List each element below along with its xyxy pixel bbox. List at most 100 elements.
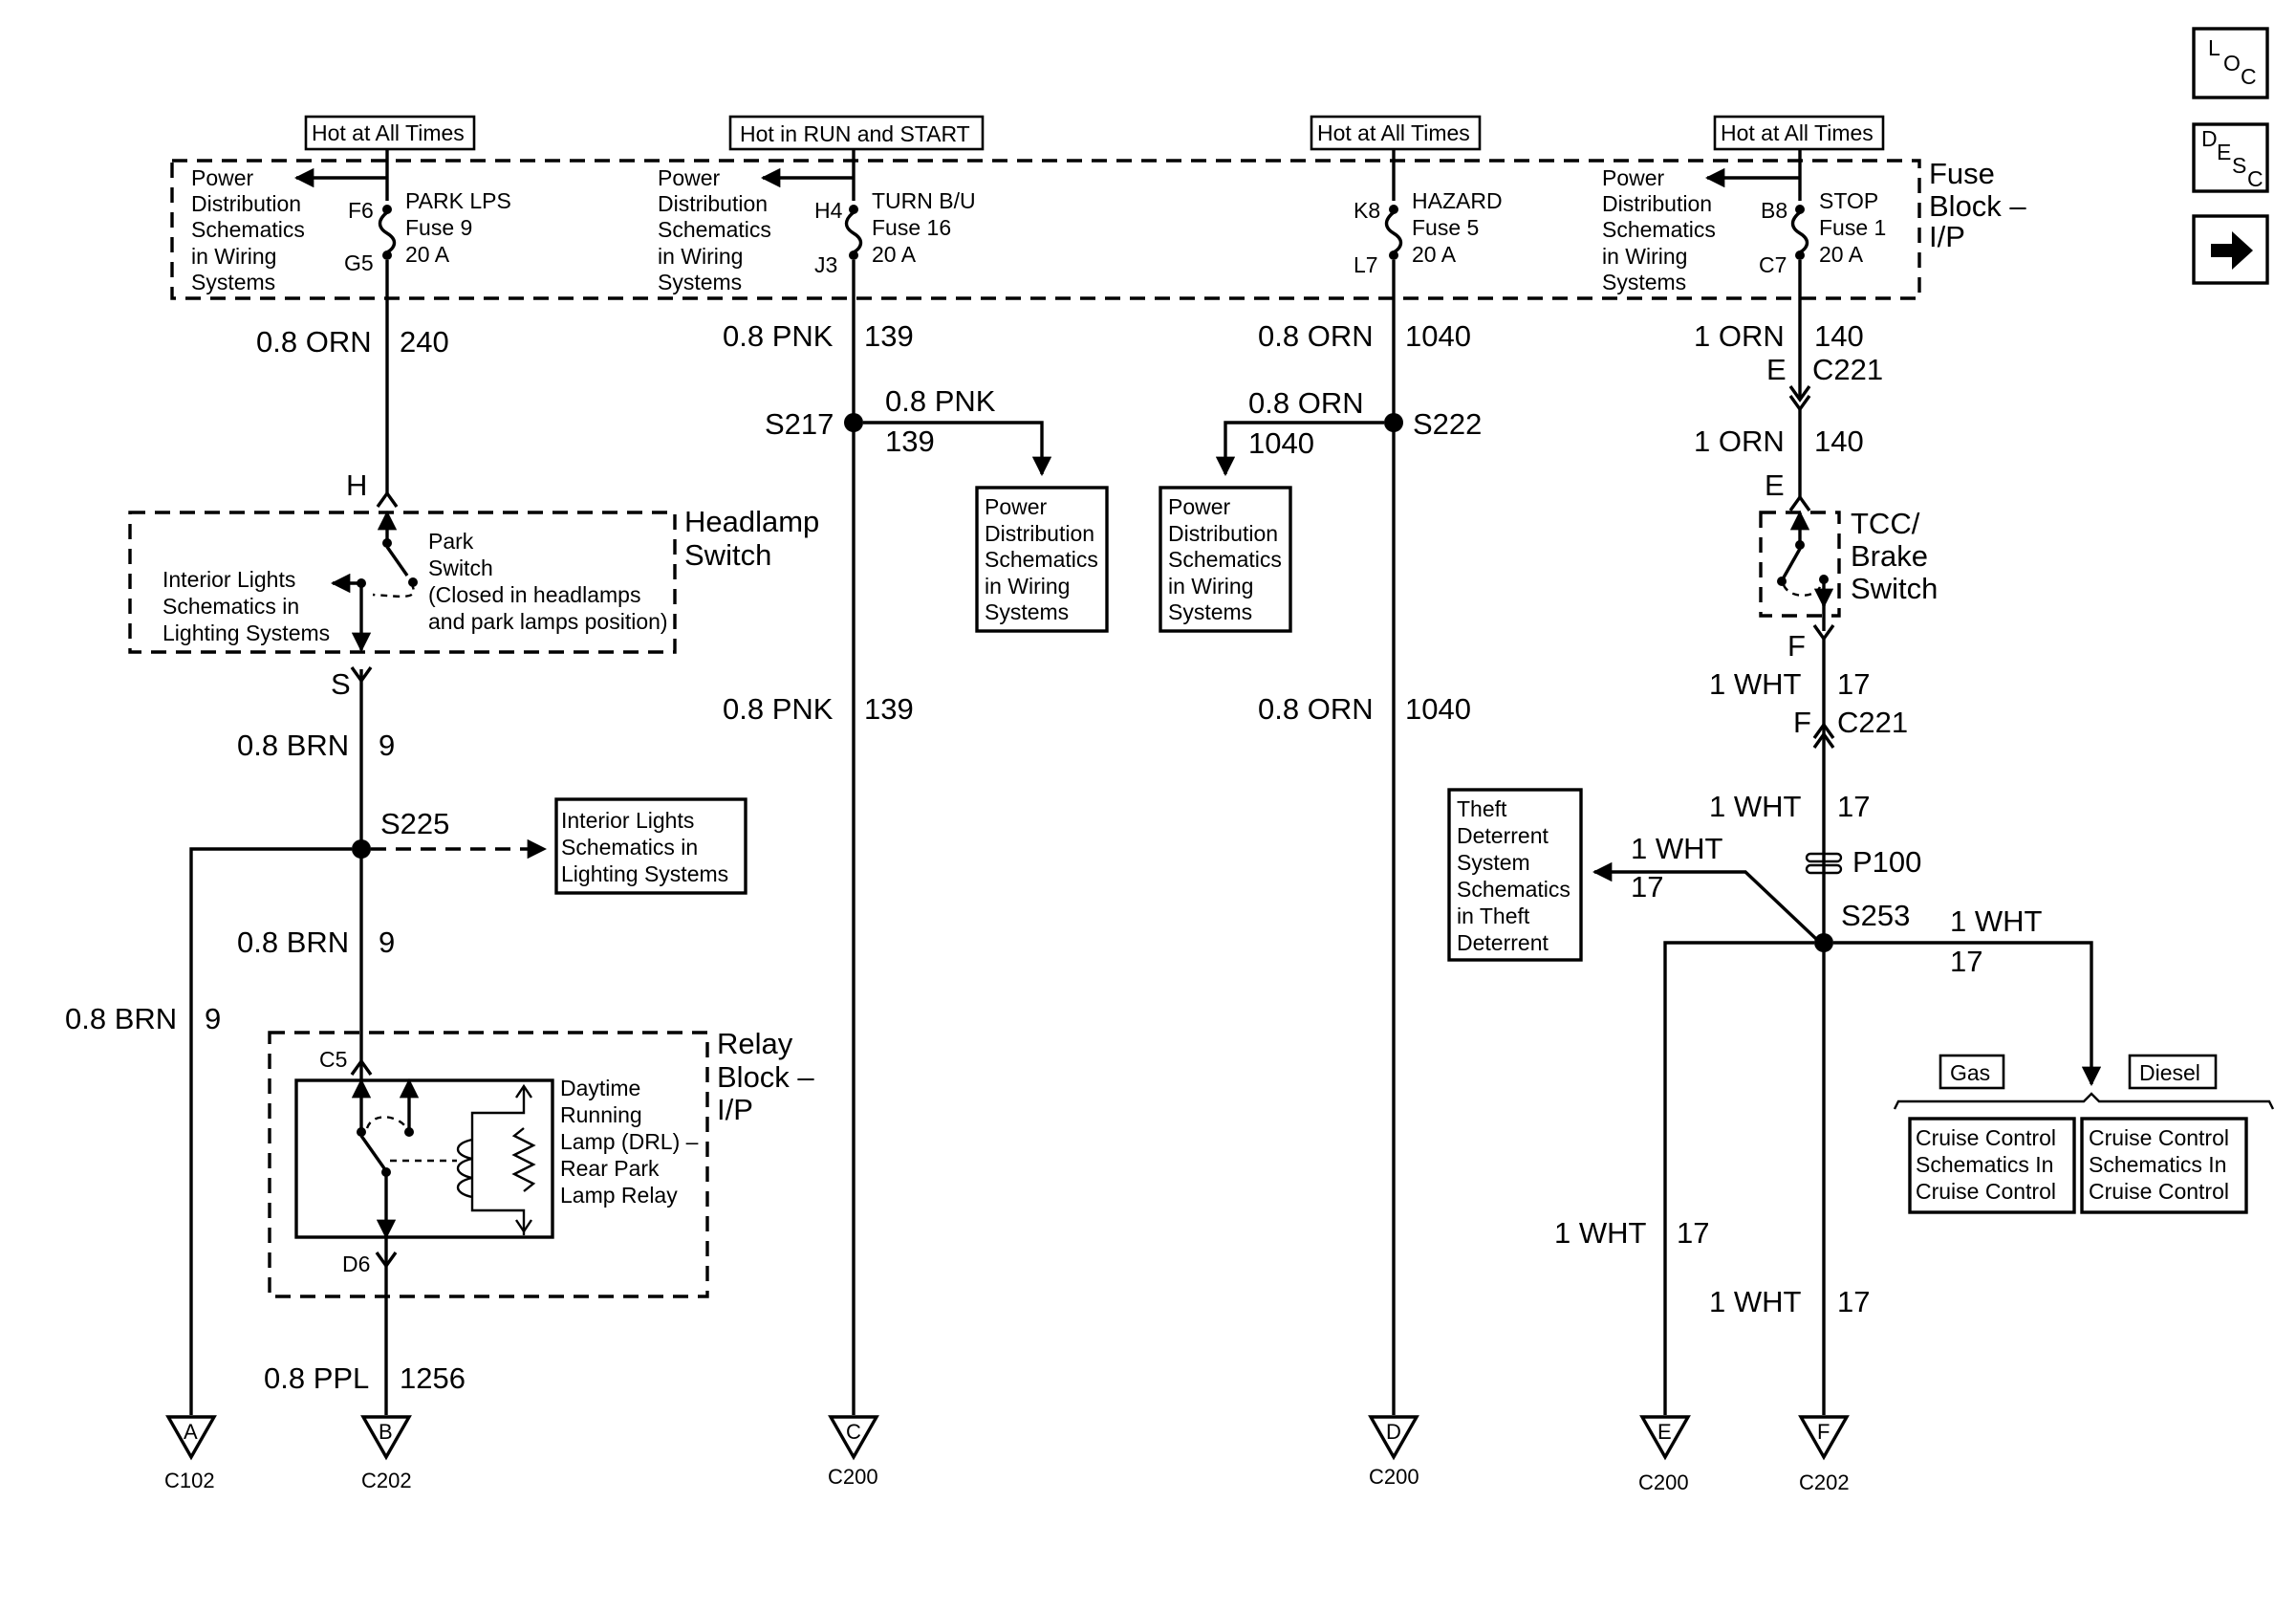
connector-h (376, 490, 399, 508)
wire-139-color-2: 0.8 PNK (723, 692, 834, 726)
header-hot-run-start-text: Hot in RUN and START (740, 121, 970, 146)
connector-p100 (1805, 852, 1843, 863)
wire-139-circuit-2: 139 (864, 692, 914, 726)
wire-9-branch-a (189, 847, 352, 1415)
pds-ref-stop: Power Distribution Schematics in Wiring … (1602, 165, 1716, 294)
c221-f-label: F (1793, 706, 1811, 739)
svg-text:Power: Power (1602, 165, 1665, 190)
svg-text:Power: Power (191, 165, 254, 190)
wire-140-color-1: 1 ORN (1694, 319, 1785, 353)
relay-contact (359, 1135, 386, 1169)
svg-text:Cruise Control: Cruise Control (2089, 1179, 2229, 1204)
drl-label-5: Lamp Relay (560, 1183, 678, 1208)
connector-c5: C5 (319, 1047, 347, 1072)
relay-resistor (511, 1127, 536, 1192)
desc-s: S (2232, 153, 2246, 178)
park-switch-1: Park (428, 529, 474, 554)
header-hot-at-all-times-2-text: Hot at All Times (1317, 120, 1470, 145)
desc-e: E (2217, 140, 2231, 164)
int-lights-3: Lighting Systems (162, 620, 330, 645)
next-arrow-button[interactable] (2192, 214, 2269, 285)
svg-text:Distribution: Distribution (191, 191, 301, 216)
svg-text:Systems: Systems (658, 270, 742, 294)
tcc-switch-2: Brake (1851, 539, 1928, 573)
wire-139-circuit-branch: 139 (885, 425, 935, 458)
fuse-turn-amps: 20 A (872, 242, 917, 267)
wire-17-circuit-2: 17 (1837, 790, 1870, 823)
svg-text:in Wiring: in Wiring (1168, 574, 1253, 599)
svg-text:Schematics: Schematics (985, 547, 1098, 572)
right-arrow-icon (2211, 231, 2253, 270)
svg-text:Cruise Control: Cruise Control (2089, 1125, 2229, 1150)
splice-s222 (1384, 413, 1403, 432)
wire-9-color-2: 0.8 BRN (237, 925, 349, 959)
wire-9-circuit-1: 9 (379, 729, 395, 762)
wire-240-circuit: 240 (400, 325, 449, 359)
fuse-turn-out: J3 (814, 252, 837, 277)
fuse-block-label-3: I/P (1929, 220, 1965, 253)
header-hot-run-start (728, 115, 985, 151)
loc-button[interactable]: L O C (2192, 27, 2269, 99)
loc-o: O (2223, 51, 2241, 76)
fuse-hazard-number: Fuse 5 (1412, 215, 1479, 240)
tcc-switch-3: Switch (1851, 572, 1938, 605)
svg-text:Schematics: Schematics (1602, 217, 1716, 242)
headlamp-switch-outline (128, 511, 677, 654)
fuse-stop-number: Fuse 1 (1819, 215, 1886, 240)
svg-text:C200: C200 (1369, 1465, 1419, 1489)
fuse-block-outline (170, 159, 1921, 300)
svg-text:in Wiring: in Wiring (1602, 244, 1687, 269)
svg-text:C202: C202 (1799, 1470, 1850, 1494)
wire-240-color: 0.8 ORN (256, 325, 372, 359)
desc-button[interactable]: D E S C (2192, 122, 2269, 193)
fuse-stop-out: C7 (1759, 252, 1787, 277)
svg-text:Power: Power (985, 494, 1048, 519)
wire-1040-color-1: 0.8 ORN (1258, 319, 1374, 353)
wire-17-circuit-cruise: 17 (1950, 945, 1982, 978)
svg-text:Distribution: Distribution (1602, 191, 1712, 216)
drl-label-2: Running (560, 1102, 642, 1127)
cruise-diesel-ref (2080, 1117, 2248, 1214)
svg-text:Schematics In: Schematics In (2089, 1152, 2226, 1177)
svg-text:Cruise Control: Cruise Control (1916, 1125, 2056, 1150)
tcc-f-label: F (1787, 629, 1806, 663)
terminal-f-c202: F C202 (1798, 1415, 1850, 1494)
fuse-hazard-in: K8 (1354, 198, 1380, 223)
svg-text:Theft: Theft (1457, 796, 1507, 821)
pds-ref-s217 (975, 486, 1109, 633)
headlamp-switch-title-1: Headlamp (684, 505, 819, 538)
drl-relay (294, 1078, 554, 1239)
svg-text:C202: C202 (361, 1469, 412, 1492)
fuse-symbol-turn (844, 210, 863, 254)
int-lights-2: Schematics in (162, 594, 299, 619)
relay-block-outline (268, 1031, 709, 1298)
svg-text:Systems: Systems (985, 599, 1069, 624)
theft-deterrent-ref (1447, 788, 1583, 962)
wire-1256-color: 0.8 PPL (264, 1361, 369, 1395)
connector-h-label: H (346, 468, 367, 502)
interior-ref-2: Schematics in (561, 835, 698, 860)
wire-1256-circuit: 1256 (400, 1361, 466, 1395)
wire-17-branch-e (1663, 941, 1814, 1415)
wire-17-color-3: 1 WHT (1554, 1216, 1647, 1250)
svg-text:Schematics: Schematics (1168, 547, 1282, 572)
svg-text:C102: C102 (164, 1469, 215, 1492)
relay-block-title-1: Relay (717, 1027, 793, 1060)
svg-text:C200: C200 (828, 1465, 878, 1489)
wire-1040-color-branch: 0.8 ORN (1248, 386, 1364, 420)
desc-d: D (2201, 126, 2218, 151)
interior-ref-3: Lighting Systems (561, 861, 728, 886)
wire-17-color-4: 1 WHT (1709, 1285, 1802, 1318)
relay-block-title-3: I/P (717, 1093, 753, 1126)
terminal-a-c102: A C102 (164, 1415, 217, 1492)
loc-c: C (2241, 64, 2257, 89)
park-switch-3: (Closed in headlamps (428, 582, 640, 607)
svg-text:Deterrent: Deterrent (1457, 823, 1549, 848)
wire-17-color-cruise: 1 WHT (1950, 904, 2043, 938)
svg-text:Distribution: Distribution (985, 521, 1094, 546)
terminal-c-c200: C C200 (828, 1415, 879, 1489)
fuse-park-amps: 20 A (405, 242, 450, 267)
desc-c: C (2247, 166, 2264, 191)
option-diesel-text: Diesel (2139, 1060, 2200, 1085)
splice-s253 (1814, 933, 1833, 952)
